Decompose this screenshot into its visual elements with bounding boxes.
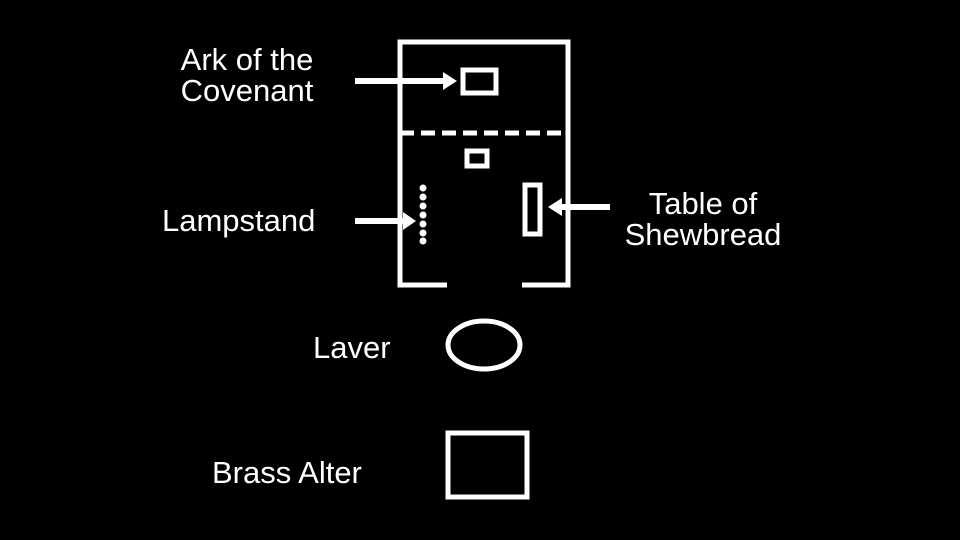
laver-label: Laver: [313, 330, 391, 365]
table-shape: [522, 182, 543, 237]
tabernacle-outline: [397, 39, 571, 288]
brass-altar-shape: [445, 430, 530, 500]
table-arrow-icon: [548, 198, 610, 216]
incense-altar-shape: [464, 148, 490, 169]
table-label-line1: Table of: [648, 186, 758, 221]
ark-label-line1: Ark of the: [180, 42, 314, 77]
ark-shape: [460, 67, 499, 96]
table-label-line2: Shewbread: [624, 217, 782, 252]
laver-shape: [445, 318, 523, 372]
ark-label: Ark of the Covenant: [157, 44, 337, 106]
lampstand-label: Lampstand: [162, 203, 316, 238]
lampstand-arrow-icon: [355, 212, 416, 230]
brass-altar-label: Brass Alter: [212, 455, 362, 490]
table-label: Table of Shewbread: [603, 188, 803, 250]
ark-label-line2: Covenant: [180, 73, 314, 108]
lampstand-shape: [419, 184, 427, 245]
ark-arrow-icon: [355, 72, 457, 90]
